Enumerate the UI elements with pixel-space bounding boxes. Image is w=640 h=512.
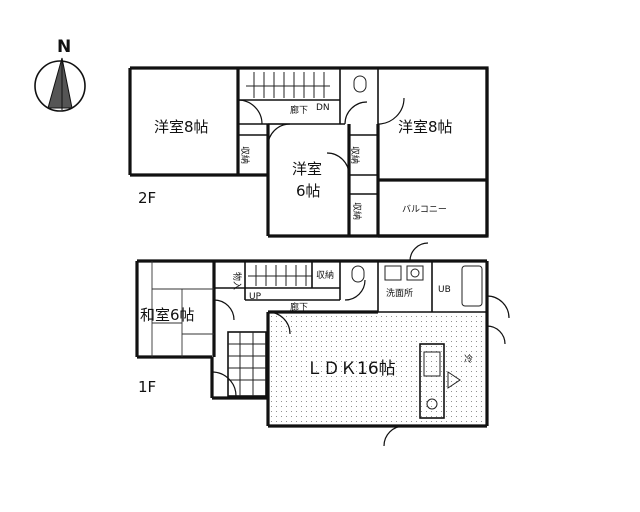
first-floor-unit-bath-label: UB: [438, 285, 451, 295]
first-floor-up-label: UP: [249, 292, 262, 302]
first-floor-plan: [135, 242, 510, 447]
first-floor-ldk-label: ＬＤＫ16帖: [306, 359, 396, 379]
second-floor-storage-b-label: 収納: [349, 146, 361, 164]
second-floor-label: 2F: [138, 189, 156, 207]
first-floor-storage-label: 収納: [316, 269, 334, 281]
first-floor-hallway-label: 廊下: [290, 301, 308, 313]
second-floor-center-room-label: 洋室: [292, 160, 322, 178]
second-floor-west-bedroom-label: 洋室8帖: [154, 118, 209, 136]
first-floor-toilet: [344, 261, 379, 312]
second-floor-toilet: [339, 68, 379, 125]
north-compass-icon: [34, 57, 86, 112]
second-floor-east-bedroom-label: 洋室8帖: [398, 118, 453, 136]
first-floor-unit-bath: [461, 265, 483, 307]
first-floor-stairs: [248, 265, 312, 286]
first-floor-label: 1F: [138, 378, 156, 396]
first-floor-washroom-label: 洗面所: [386, 287, 413, 299]
first-floor-fridge-label: 冷: [464, 353, 473, 365]
first-floor-japanese-room-label: 和室6帖: [140, 306, 195, 324]
second-floor-storage-a-label: 収納: [239, 146, 251, 164]
first-floor-washroom: [378, 261, 487, 313]
first-floor-closet-label: 物入: [231, 272, 243, 290]
second-floor-hallway-label: 廊下: [290, 104, 308, 116]
entrance-tile-area: [227, 331, 267, 397]
second-floor-down-label: DN: [316, 103, 330, 113]
second-floor-plan: [128, 66, 489, 238]
japanese-room-tatami: [151, 261, 214, 357]
compass-north-label: N: [57, 37, 71, 57]
second-floor-center-room-size: 6帖: [296, 182, 321, 200]
kitchen-counter: [419, 343, 461, 419]
second-floor-stairs: [246, 72, 330, 98]
second-floor-balcony-label: バルコニー: [402, 204, 447, 215]
second-floor-storage-c-label: 収納: [351, 202, 363, 220]
ldk-floor-texture: [270, 314, 485, 424]
